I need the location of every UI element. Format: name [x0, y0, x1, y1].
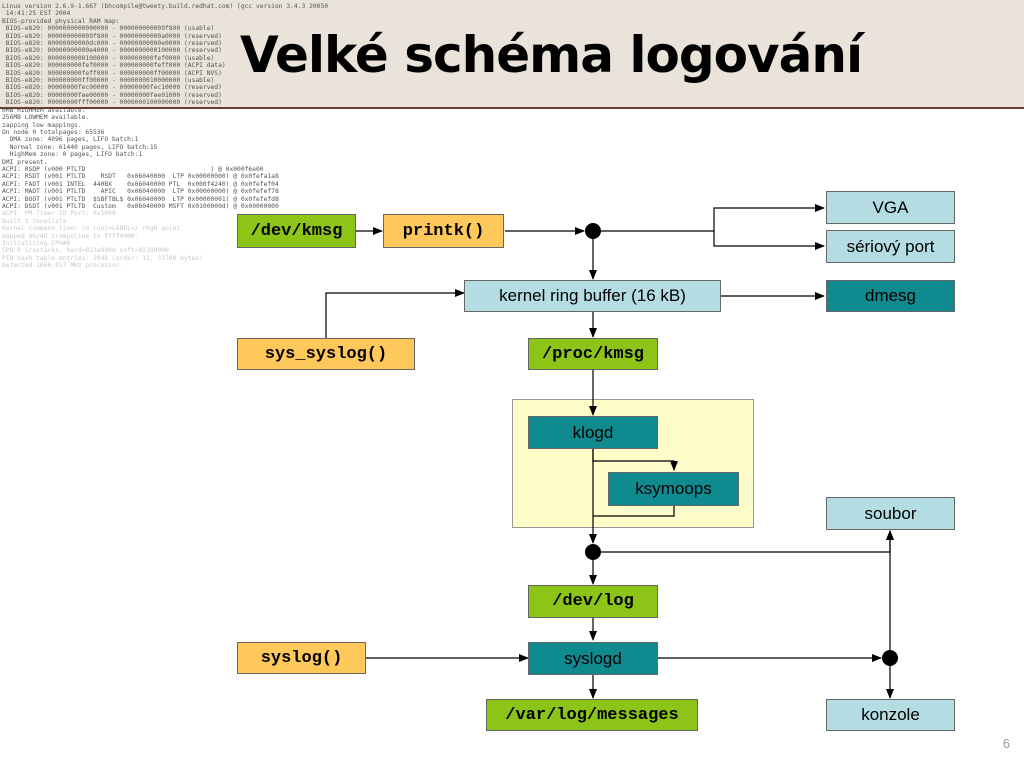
- arrow-syssyslog-ringbuffer: [325, 289, 465, 338]
- boot-log-line: mapped 4G/4G trampoline to ffff4000.: [2, 232, 139, 240]
- boot-log-line: BIOS-provided physical RAM map:: [2, 17, 120, 25]
- boot-log-line: ACPI: MADT (v001 PTLTD APIC 0x06040000 L…: [2, 188, 279, 196]
- boot-log-line: Normal zone: 61440 pages, LIFO batch:15: [2, 143, 158, 151]
- boot-log-line: 256MB LOWMEM available.: [2, 114, 90, 122]
- boot-log-line: BIOS-e820: 0000000000100000 - 000000000f…: [2, 54, 215, 62]
- boot-log-line: DMA zone: 4096 pages, LIFO batch:1: [2, 136, 139, 144]
- page-number: 6: [1002, 736, 1010, 751]
- dev-kmsg-node: /dev/kmsg: [237, 214, 356, 248]
- boot-log-line: BIOS-e820: 000000000fef0000 - 000000000f…: [2, 62, 226, 70]
- arrow-klogd-ksymoops: [592, 449, 678, 471]
- dmesg-node: dmesg: [826, 280, 955, 312]
- header-divider: [0, 107, 1024, 109]
- boot-log-line: PID hash table entries: 2048 (order: 11,…: [2, 254, 203, 262]
- var-log-messages-node: /var/log/messages: [486, 699, 698, 731]
- soubor-node: soubor: [826, 497, 955, 530]
- boot-log-line: Initializing CPU#0: [2, 240, 71, 247]
- wire-ksymoops-return: [593, 506, 675, 517]
- klogd-node: klogd: [528, 416, 658, 449]
- syslogd-node: syslogd: [528, 642, 658, 675]
- boot-log-line: BIOS-e820: 00000000fee00000 - 00000000fe…: [2, 91, 222, 99]
- boot-log-line: ACPI: RSDP (v000 PTLTD ) @ 0x000f6e00: [2, 165, 264, 173]
- boot-log-line: Kernel command line: ro root=LABEL=/ rhg…: [2, 225, 181, 233]
- boot-log-line: ACPI: DSDT (v001 PTLTD Custom 0x06040000…: [2, 202, 279, 210]
- boot-log-line: BIOS-e820: 000000000009f800 - 0000000000…: [2, 32, 222, 40]
- boot-log-line: BIOS-e820: 0000000000000000 - 0000000000…: [2, 25, 215, 33]
- proc-kmsg-node: /proc/kmsg: [528, 338, 658, 370]
- junction-dot-printk: [585, 223, 601, 239]
- boot-log-background-text: Linux version 2.6.9-1.667 (bhcompile@twe…: [2, 3, 342, 293]
- boot-log-line: ACPI: BOOT (v001 PTLTD $SBFTBL$ 0x060400…: [2, 195, 279, 203]
- boot-log-line: BIOS-e820: 00000000000dc000 - 0000000000…: [2, 40, 222, 48]
- slide-header: [0, 0, 1024, 108]
- slide-title: Velké schéma logování: [240, 26, 863, 84]
- sys-syslog-node: sys_syslog(): [237, 338, 415, 370]
- kernel-ring-buffer-node: kernel ring buffer (16 kB): [464, 280, 721, 312]
- boot-log-line: 0MB HIGHMEM available.: [2, 106, 86, 114]
- boot-log-line: BIOS-e820: 000000000ff00000 - 0000000010…: [2, 77, 215, 85]
- boot-log-line: HighMem zone: 0 pages, LIFO batch:1: [2, 151, 143, 159]
- konzole-node: konzole: [826, 699, 955, 731]
- boot-log-line: BIOS-e820: 00000000fec00000 - 00000000fe…: [2, 84, 222, 92]
- boot-log-line: Built 1 zonelists: [2, 217, 67, 225]
- boot-log-line: BIOS-e820: 00000000000e4000 - 0000000000…: [2, 47, 222, 55]
- boot-log-line: Linux version 2.6.9-1.667 (bhcompile@twe…: [2, 3, 329, 10]
- ksymoops-node: ksymoops: [608, 472, 739, 506]
- dev-log-node: /dev/log: [528, 585, 658, 618]
- boot-log-line: ACPI: RSDT (v001 PTLTD RSDT 0x06040000 L…: [2, 173, 279, 181]
- boot-log-line: BIOS-e820: 00000000fff00000 - 0000000100…: [2, 99, 222, 107]
- syslog-node: syslog(): [237, 642, 366, 674]
- boot-log-line: Detected 1666.917 MHz processor.: [2, 262, 124, 270]
- boot-log-line: ACPI: PM-Timer IO Port: 0x1008: [2, 210, 116, 218]
- boot-log-line: zapping low mappings.: [2, 121, 82, 129]
- serial-port-node: sériový port: [826, 230, 955, 263]
- vga-node: VGA: [826, 191, 955, 224]
- printk-node: printk(): [383, 214, 504, 248]
- arrow-junction2-soubor: [593, 530, 894, 553]
- boot-log-line: CPU 0 irqstacks, hard=023a9000 soft=0238…: [2, 247, 169, 255]
- junction-dot-klogd: [585, 544, 601, 560]
- boot-log-line: On node 0 totalpages: 65536: [2, 128, 105, 136]
- boot-log-line: 14:41:25 EST 2004: [2, 10, 71, 18]
- arrow-to-serial-port: [713, 231, 825, 250]
- junction-dot-syslogd: [882, 650, 898, 666]
- boot-log-line: BIOS-e820: 000000000feff000 - 000000000f…: [2, 69, 222, 77]
- arrow-to-vga: [713, 204, 825, 231]
- boot-log-line: ACPI: FADT (v001 INTEL 440BX 0x06040000 …: [2, 180, 279, 188]
- boot-log-line: DMI present.: [2, 158, 48, 166]
